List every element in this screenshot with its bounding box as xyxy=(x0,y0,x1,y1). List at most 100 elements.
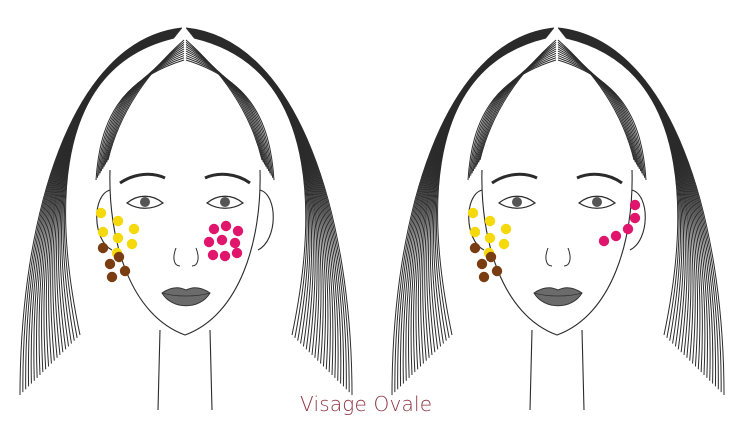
contour-dot xyxy=(114,252,124,262)
contour-dots xyxy=(98,243,130,282)
hair-strand xyxy=(427,35,549,355)
hair-strand xyxy=(31,30,180,384)
hair-strand xyxy=(63,37,175,341)
blush-dot xyxy=(623,224,633,234)
blush-dot xyxy=(232,248,242,258)
blush-dot xyxy=(208,250,218,260)
blush-dot xyxy=(209,224,219,234)
hair-strand xyxy=(96,60,184,180)
hair-drawing xyxy=(20,28,352,395)
hair-strand xyxy=(434,37,548,344)
blush-dot xyxy=(230,238,240,248)
hair-strand xyxy=(403,30,552,384)
neck-right xyxy=(210,330,212,410)
highlighter-dot xyxy=(98,227,108,237)
hair-strand xyxy=(66,38,174,335)
highlighter-dot xyxy=(96,208,106,218)
left-eyebrow xyxy=(120,174,165,183)
nose xyxy=(546,248,570,266)
hair-strand xyxy=(55,35,177,355)
right-eyebrow xyxy=(205,174,250,183)
hair-strand xyxy=(425,34,549,358)
contour-dot xyxy=(486,252,496,262)
hair-strand xyxy=(193,37,310,344)
hair-strand xyxy=(186,60,274,180)
blush-dot xyxy=(221,221,231,231)
neck-left xyxy=(530,330,532,410)
blush-dot xyxy=(217,235,227,245)
contour-dot xyxy=(492,266,502,276)
hair-strand xyxy=(58,36,176,350)
highlighter-dot xyxy=(485,233,495,243)
right-pupil xyxy=(592,197,602,207)
blush-dot xyxy=(630,213,640,223)
right-eyebrow xyxy=(577,174,622,183)
hair-strand xyxy=(562,33,695,363)
hair-strand xyxy=(564,35,687,352)
highlighter-dot xyxy=(485,216,495,226)
highlighter-dot xyxy=(470,227,480,237)
highlighter-dot xyxy=(129,224,139,234)
blush-dot xyxy=(611,231,621,241)
hair-strand xyxy=(566,38,679,338)
hair-strand xyxy=(468,60,556,180)
hair-strand xyxy=(436,38,546,338)
left-ear xyxy=(469,190,484,250)
contour-dot xyxy=(470,243,480,253)
hair-strand xyxy=(64,38,174,338)
left-pupil xyxy=(140,197,150,207)
left-eyebrow xyxy=(492,174,537,183)
right-pupil xyxy=(220,197,230,207)
hair-strand xyxy=(190,33,323,363)
blush-dot xyxy=(630,200,640,210)
woman-face-icon xyxy=(372,0,744,432)
blush-dot xyxy=(233,226,243,236)
highlighter-dot xyxy=(468,208,478,218)
lips xyxy=(534,288,582,306)
left-pupil xyxy=(512,197,522,207)
hair-strand xyxy=(194,38,307,338)
nose xyxy=(174,248,198,266)
woman-face-icon xyxy=(0,0,372,432)
hair-strand xyxy=(564,36,683,346)
contour-dot xyxy=(98,243,108,253)
contour-dot xyxy=(120,266,130,276)
hair-strand xyxy=(565,37,680,341)
hair-strand xyxy=(564,36,685,350)
highlighter-dot xyxy=(127,239,137,249)
blush-dot xyxy=(599,236,609,246)
hair-strand xyxy=(438,38,546,335)
contour-dot xyxy=(477,259,487,269)
hair-strand xyxy=(192,36,311,346)
hair-strand xyxy=(194,38,306,335)
hair-strand xyxy=(60,36,176,346)
hair-strand xyxy=(49,33,178,363)
caption-title: Visage Ovale xyxy=(300,392,432,416)
hair-strand xyxy=(191,34,322,361)
left-ear xyxy=(97,190,112,250)
highlighter-dot xyxy=(113,233,123,243)
hair-strand xyxy=(430,36,548,350)
hair-strand xyxy=(192,35,315,352)
contour-dot xyxy=(105,259,115,269)
blush-dots xyxy=(204,221,243,261)
hair-drawing xyxy=(392,28,724,395)
hair-strand xyxy=(62,37,176,344)
hair-strand xyxy=(192,36,313,350)
contour-dots xyxy=(470,243,502,282)
hair-strand xyxy=(435,37,547,341)
hair-strand xyxy=(566,38,678,335)
highlighter-dot xyxy=(499,239,509,249)
contour-dot xyxy=(479,272,489,282)
hair-strand xyxy=(432,36,548,346)
hair-strand xyxy=(565,37,682,344)
jawline xyxy=(482,170,632,335)
highlighter-dot xyxy=(113,216,123,226)
highlighter-dot xyxy=(501,224,511,234)
hair-strand xyxy=(558,60,646,180)
face-illustration-right xyxy=(372,0,744,432)
hair-strand xyxy=(421,33,550,363)
blush-dot xyxy=(204,237,214,247)
blush-dot xyxy=(220,251,230,261)
hair-strand xyxy=(53,34,177,358)
